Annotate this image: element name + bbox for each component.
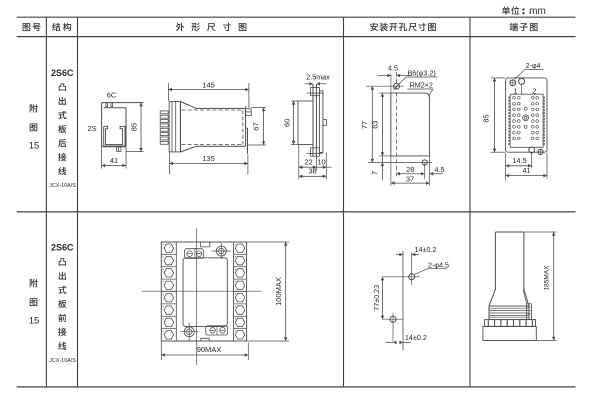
svg-text:6C: 6C — [107, 90, 117, 99]
svg-text:JCX-10A/S: JCX-10A/S — [49, 183, 76, 189]
svg-text:2: 2 — [533, 88, 537, 95]
svg-text:7: 7 — [370, 171, 379, 175]
svg-text:63: 63 — [371, 121, 380, 129]
svg-text:2.5max: 2.5max — [306, 73, 330, 82]
svg-text:15: 15 — [29, 141, 40, 152]
svg-text:2S: 2S — [88, 124, 97, 133]
svg-text:67: 67 — [252, 122, 261, 130]
svg-text:100MAX: 100MAX — [274, 277, 283, 306]
svg-text:2-φ4: 2-φ4 — [526, 61, 541, 70]
svg-text:38: 38 — [308, 167, 316, 176]
svg-text:JCX-10A/S: JCX-10A/S — [49, 358, 76, 364]
svg-text:135: 135 — [202, 154, 215, 163]
svg-text:4.5: 4.5 — [435, 165, 445, 174]
svg-text:85: 85 — [129, 123, 138, 131]
svg-text:mm: mm — [529, 6, 546, 17]
svg-text:22: 22 — [304, 158, 312, 167]
svg-text:15: 15 — [29, 315, 40, 326]
svg-text:41: 41 — [110, 156, 118, 165]
svg-text:145: 145 — [202, 80, 215, 89]
svg-text:60: 60 — [282, 119, 291, 127]
svg-text:14.5: 14.5 — [512, 156, 527, 165]
svg-text:90MAX: 90MAX — [197, 345, 222, 354]
svg-text:37: 37 — [406, 174, 414, 183]
svg-text:RM2×2: RM2×2 — [410, 80, 433, 89]
svg-text:28: 28 — [406, 165, 414, 174]
svg-text:2S6C: 2S6C — [51, 243, 74, 253]
svg-text:2S6C: 2S6C — [51, 68, 74, 78]
svg-text:10: 10 — [317, 158, 325, 167]
svg-text:1: 1 — [513, 88, 517, 95]
svg-text:41: 41 — [522, 166, 530, 175]
svg-text:77: 77 — [360, 121, 369, 129]
svg-text:14±0.2: 14±0.2 — [405, 333, 427, 342]
svg-text:85: 85 — [482, 114, 491, 122]
svg-text:B6(φ3.2): B6(φ3.2) — [408, 68, 436, 77]
svg-text:185MAX: 185MAX — [544, 265, 551, 291]
svg-text:14±0.2: 14±0.2 — [415, 245, 437, 254]
svg-text:2-φ4.5: 2-φ4.5 — [428, 260, 449, 269]
svg-text:4.5: 4.5 — [388, 64, 398, 73]
svg-text:77±0.23: 77±0.23 — [372, 285, 381, 311]
